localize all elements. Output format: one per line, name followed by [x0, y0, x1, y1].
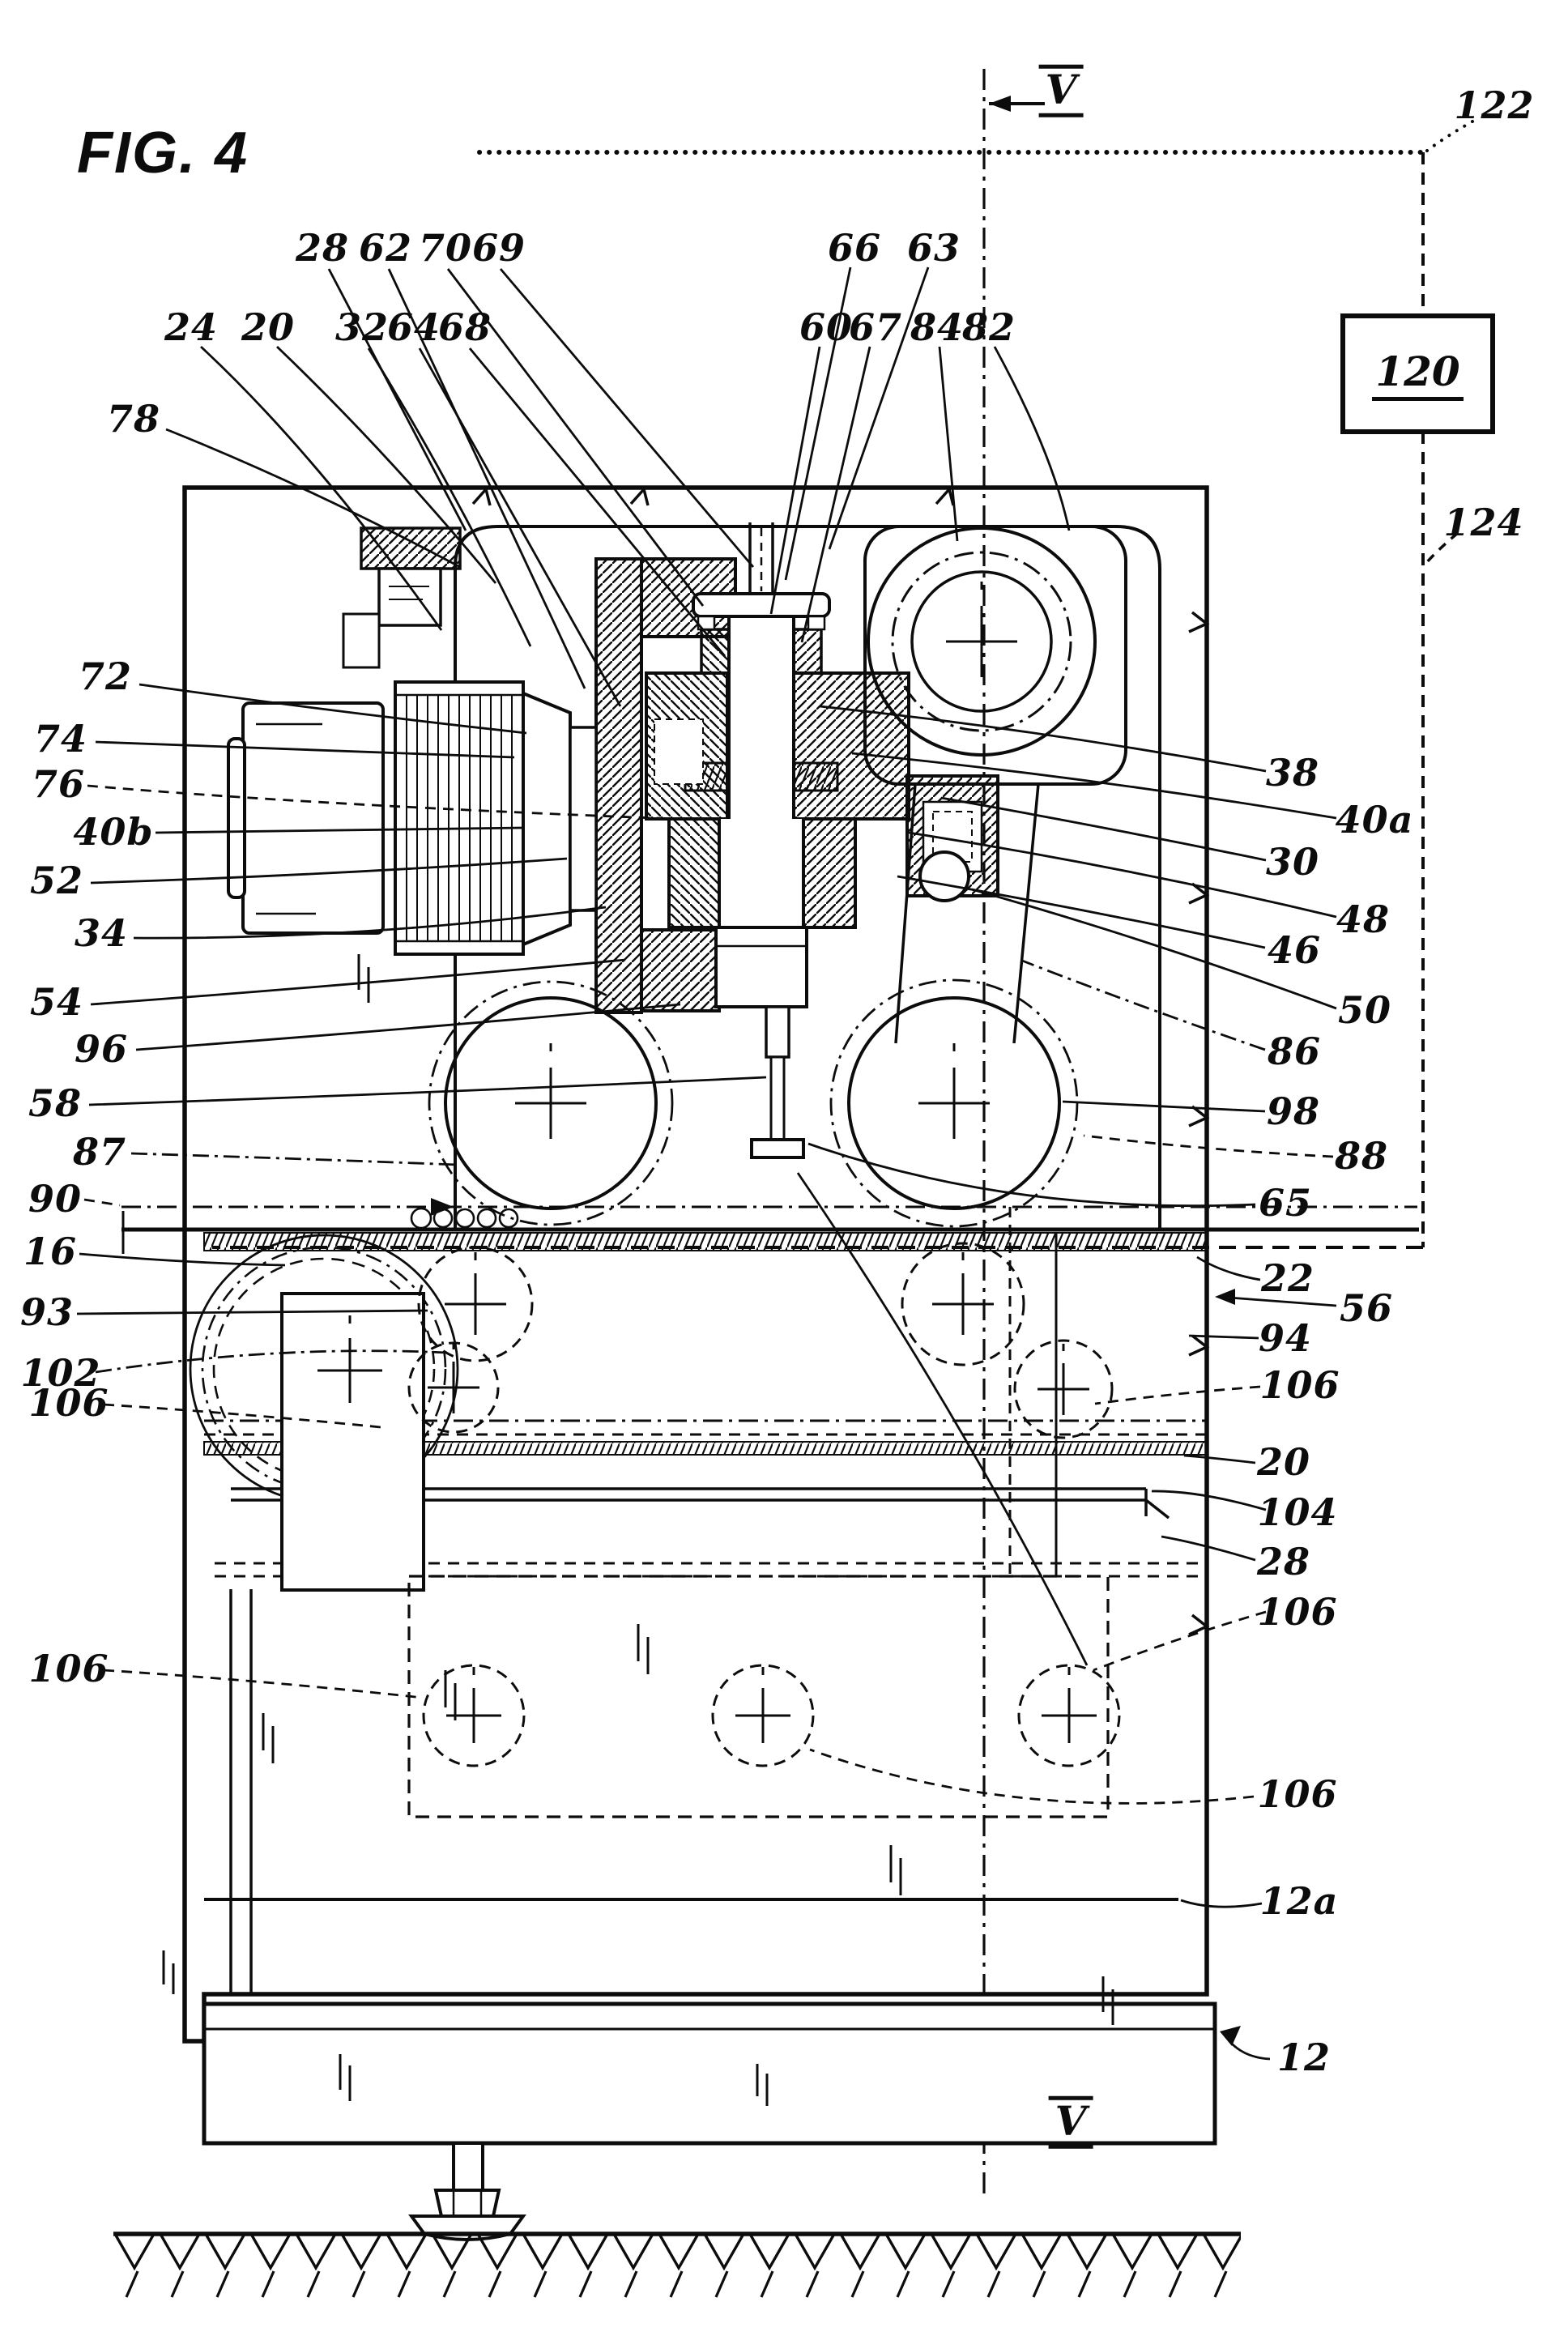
ref-label-16: 16 [23, 1230, 78, 1273]
leader-122 [1425, 120, 1474, 152]
ref-label-62: 62 [358, 226, 413, 270]
ref-label-104: 104 [1257, 1490, 1338, 1534]
motor-assembly [227, 567, 598, 956]
motor-body [241, 701, 385, 935]
ref-label-122: 122 [1454, 83, 1535, 127]
ref-label-65: 65 [1258, 1181, 1313, 1225]
ref-label-106: 106 [1257, 1772, 1338, 1816]
ref-label-87: 87 [72, 1130, 127, 1174]
ref-label-84: 84 [910, 305, 965, 349]
ref-label-52: 52 [29, 859, 84, 902]
figure-title: FIG. 4 [77, 121, 249, 185]
ref-label-68: 68 [437, 305, 492, 349]
ref-label-63: 63 [906, 226, 961, 270]
ref-label-82: 82 [961, 305, 1016, 349]
frame-tick-marks [471, 486, 1210, 1636]
leader-lines [76, 266, 1337, 2061]
ref-label-96: 96 [74, 1027, 129, 1071]
spindle-assembly [654, 522, 983, 1159]
guide-column [280, 1292, 425, 1592]
ref-label-50: 50 [1337, 988, 1392, 1032]
ref-label-54: 54 [29, 980, 84, 1024]
belt-lines [894, 783, 1040, 1044]
ref-label-67: 67 [848, 305, 903, 349]
detent-ball [918, 850, 970, 902]
ref-label-74: 74 [33, 717, 88, 761]
ref-label-106: 106 [1257, 1590, 1338, 1634]
ref-label-93: 93 [19, 1290, 75, 1334]
ref-label-106: 106 [28, 1381, 109, 1425]
ref-label-78: 78 [106, 397, 161, 441]
phantom-rollers [189, 1234, 1121, 1818]
ref-label-58: 58 [28, 1081, 83, 1125]
ref-label-106: 106 [1259, 1363, 1340, 1407]
ref-label-22: 22 [1260, 1256, 1315, 1300]
controller-box [1340, 313, 1495, 434]
ref-label-30: 30 [1265, 840, 1320, 884]
ref-label-69: 69 [471, 226, 526, 270]
ref-label-28: 28 [1256, 1540, 1311, 1584]
ref-label-20: 20 [241, 305, 296, 349]
ref-label-34: 34 [74, 911, 129, 955]
ref-label-28: 28 [295, 226, 350, 270]
ref-label-64: 64 [386, 305, 441, 349]
ref-label-20: 20 [1256, 1440, 1311, 1484]
ref-label-86: 86 [1267, 1029, 1322, 1073]
ref-label-98: 98 [1266, 1089, 1321, 1133]
ref-label-56: 56 [1339, 1286, 1394, 1330]
ref-label-70: 70 [418, 226, 473, 270]
scratch-marks [162, 954, 1114, 2106]
ref-label-90: 90 [28, 1177, 83, 1221]
ref-label-38: 38 [1265, 751, 1320, 795]
ref-label-88: 88 [1334, 1134, 1389, 1178]
probe-bar [769, 1055, 786, 1141]
bearing-housing [863, 525, 1127, 1044]
ground-hatching [115, 2236, 1241, 2300]
section-marker-top: V [1038, 64, 1084, 117]
leader-curve-long [796, 1172, 1089, 1666]
foot-stem [452, 2142, 484, 2192]
tool-shank [740, 522, 782, 594]
ref-label-48: 48 [1336, 897, 1391, 941]
spindle-flange [692, 592, 831, 618]
leader-arrow-12 [1220, 2026, 1241, 2046]
ref-label-106: 106 [28, 1647, 109, 1690]
rollers [428, 978, 1079, 1228]
ref-label-66: 66 [827, 226, 882, 270]
ref-label-32: 32 [334, 305, 390, 349]
ref-label-60: 60 [799, 305, 854, 349]
foot-nut [433, 2189, 501, 2218]
right-roller [847, 996, 1061, 1210]
lower-collar [714, 926, 808, 1008]
coupling-hub [522, 691, 572, 947]
sheet-pass-line [121, 1198, 1419, 1456]
ref-label-12: 12 [1276, 2035, 1332, 2079]
section-marker-bottom: V [1048, 2095, 1093, 2149]
controller-box-label: 120 [1343, 316, 1493, 432]
ref-label-94: 94 [1258, 1316, 1313, 1360]
ref-label-40a: 40a [1335, 798, 1414, 842]
center-cross-marks [317, 582, 1097, 1743]
ref-label-124: 124 [1443, 501, 1524, 544]
ref-label-76: 76 [31, 762, 86, 806]
ref-label-12a: 12a [1259, 1879, 1339, 1923]
ref-label-102: 102 [20, 1351, 101, 1395]
ref-label-40b: 40b [73, 810, 154, 854]
left-roller [444, 996, 658, 1210]
leader-arrow-56 [1215, 1289, 1235, 1305]
controller-boundary [212, 120, 1495, 1249]
mount-bolt [342, 612, 381, 669]
section-arrow-top [989, 96, 1011, 112]
machine-base [113, 2001, 1241, 2300]
ref-label-46: 46 [1267, 928, 1322, 972]
ref-label-72: 72 [78, 654, 133, 698]
motor-end-cap [227, 737, 246, 899]
leader-124 [1424, 531, 1459, 565]
ref-label-24: 24 [164, 305, 219, 349]
probe-foot [750, 1138, 805, 1159]
